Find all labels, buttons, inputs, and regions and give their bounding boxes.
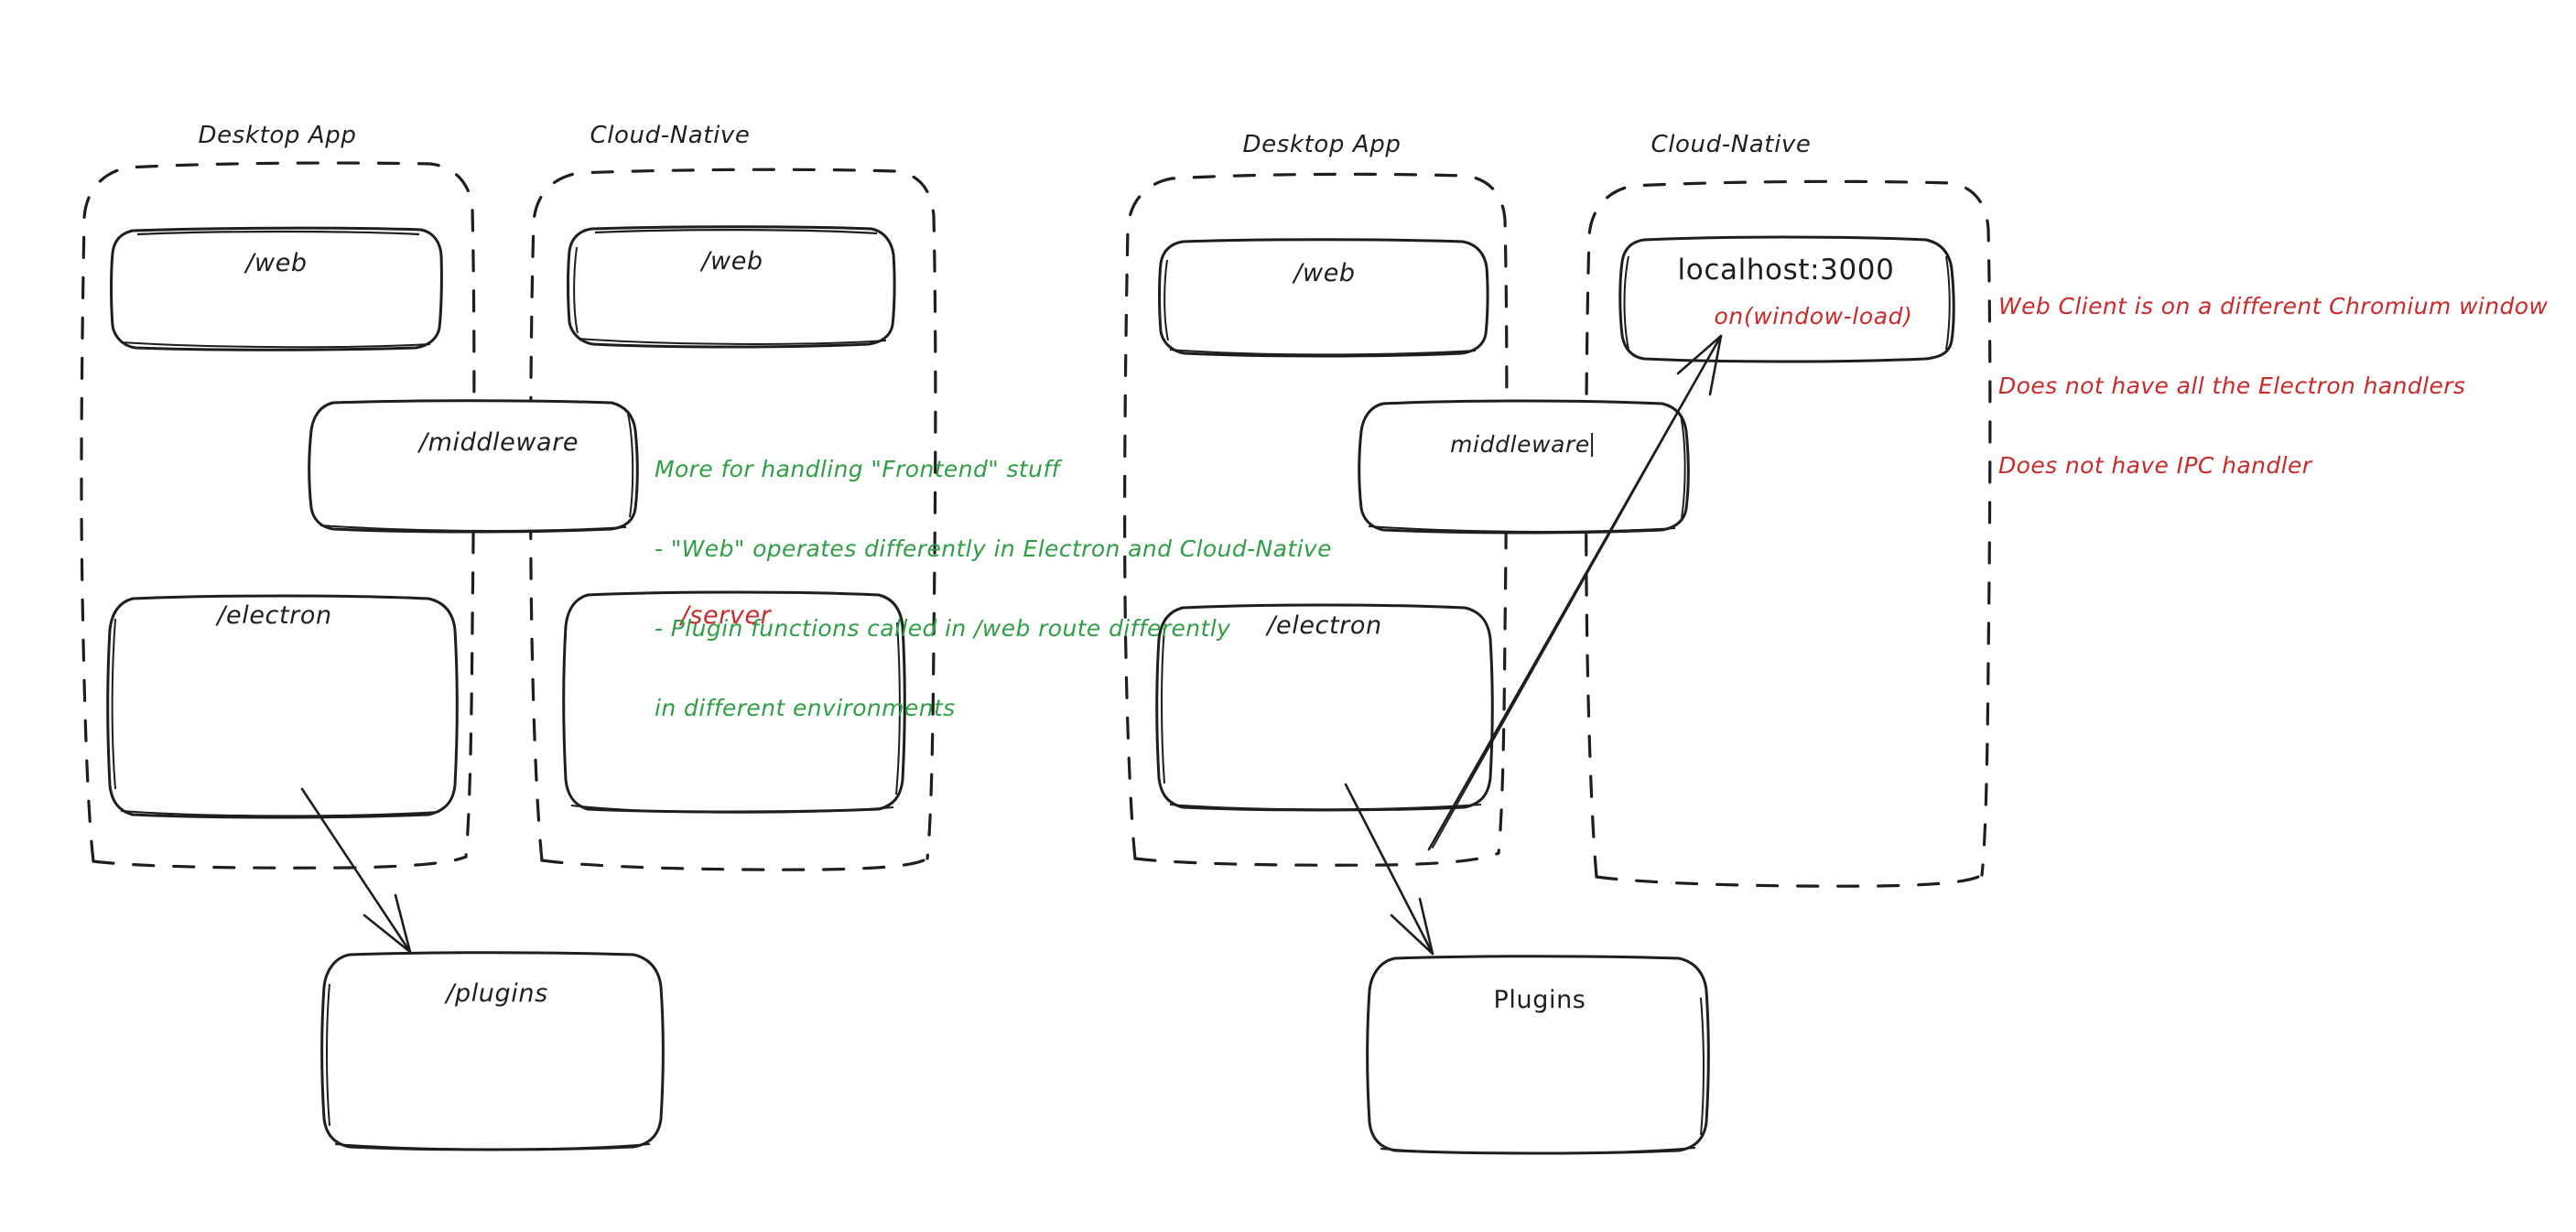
group-title-left-desktop-app: Desktop App	[198, 122, 357, 149]
node-label-right-localhost[interactable]: localhost:3000	[1677, 254, 1895, 286]
node-label-right-middleware-text: middleware	[1450, 431, 1590, 458]
annotation-red-line-3: Does not have IPC handler	[1998, 452, 2312, 479]
node-label-left-desktop-web[interactable]: /web	[245, 249, 308, 277]
annotation-green-line-1: More for handling "Frontend" stuff	[655, 456, 1060, 482]
node-shape-left-middleware	[308, 399, 639, 534]
node-shape-left-desktop-web	[110, 226, 443, 351]
node-shape-left-cloud-web	[567, 225, 896, 349]
annotation-red-line-2: Does not have all the Electron handlers	[1998, 373, 2466, 399]
node-sublabel-right-localhost-on-window-load: on(window-load)	[1714, 303, 1913, 330]
node-label-left-cloud-web[interactable]: /web	[701, 247, 763, 276]
node-shape-right-desktop-web	[1158, 238, 1489, 358]
annotation-green-line-2: - "Web" operates differently in Electron…	[655, 535, 1332, 562]
annotation-green-line-3: - Plugin functions called in /web route …	[655, 615, 1231, 642]
group-frame-right-cloud-native	[1585, 179, 1992, 888]
node-label-right-desktop-web[interactable]: /web	[1293, 259, 1356, 287]
node-label-left-middleware[interactable]: /middleware	[418, 428, 579, 457]
text-caret	[1590, 433, 1593, 457]
group-title-right-desktop-app: Desktop App	[1242, 131, 1402, 158]
node-label-left-cloud-server[interactable]: /server	[680, 601, 772, 630]
node-label-right-plugins[interactable]: Plugins	[1493, 986, 1586, 1014]
arrow-right-electron-to-localhost	[1427, 334, 1723, 851]
annotation-green-note[interactable]: More for handling "Frontend" stuff - "We…	[655, 403, 1332, 774]
annotation-red-note[interactable]: Web Client is on a different Chromium wi…	[1998, 240, 2548, 532]
node-label-left-plugins[interactable]: /plugins	[446, 979, 548, 1008]
annotation-red-line-1: Web Client is on a different Chromium wi…	[1998, 293, 2549, 319]
node-label-left-desktop-electron[interactable]: /electron	[217, 601, 332, 630]
annotation-green-line-4: in different environments	[655, 695, 956, 721]
group-title-left-cloud-native: Cloud-Native	[590, 122, 751, 149]
node-label-right-desktop-electron[interactable]: /electron	[1267, 611, 1382, 640]
group-title-right-cloud-native: Cloud-Native	[1651, 131, 1812, 158]
arrow-left-electron-to-plugins	[300, 787, 412, 954]
node-shape-right-middleware	[1358, 399, 1690, 535]
node-label-right-middleware[interactable]: middleware	[1450, 431, 1593, 458]
arrow-right-electron-to-plugins	[1344, 783, 1434, 956]
